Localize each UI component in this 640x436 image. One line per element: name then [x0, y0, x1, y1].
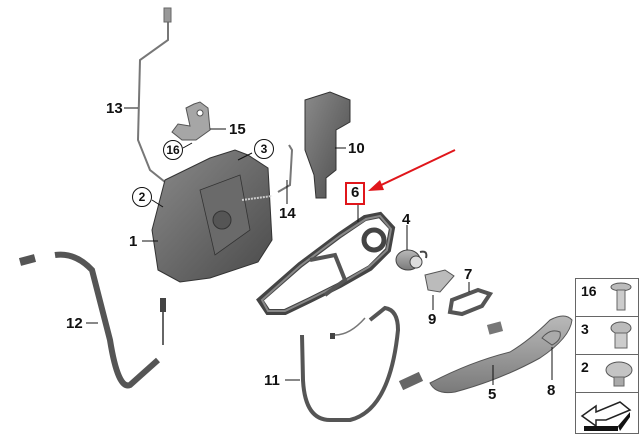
legend-item-16: 16	[576, 279, 638, 317]
callout-14: 14	[279, 205, 296, 222]
torx-screw-icon	[610, 321, 632, 349]
part-15-bracket	[171, 101, 211, 141]
callout-15: 15	[229, 121, 246, 138]
callout-4: 4	[402, 211, 411, 228]
countersunk-screw-icon	[610, 282, 632, 311]
callout-9: 9	[428, 311, 437, 328]
part-12-cable	[18, 251, 166, 389]
legend-item-2: 2	[576, 355, 638, 393]
callout-7: 7	[464, 266, 473, 283]
callout-2-circled: 2	[132, 187, 152, 207]
part-6-carrier	[256, 211, 396, 315]
part-7-seal	[447, 287, 494, 317]
part-8-cap	[541, 330, 561, 346]
fastener-legend: 16 3 2	[575, 278, 639, 434]
callout-11: 11	[264, 372, 280, 389]
part-10-bracket	[304, 91, 351, 199]
part-14-rod	[277, 144, 294, 193]
legend-item-number: 2	[581, 359, 589, 375]
callout-12: 12	[66, 315, 83, 332]
highlight-arrow	[368, 149, 456, 191]
part-1-lock	[151, 149, 273, 283]
leader-lines	[86, 107, 553, 385]
callout-6-highlighted: 6	[345, 182, 366, 205]
callout-16-circled: 16	[163, 140, 183, 160]
callout-3-circled: 3	[254, 139, 274, 159]
pan-head-screw-icon	[605, 361, 633, 387]
legend-item-3: 3	[576, 317, 638, 355]
callout-13: 13	[106, 100, 123, 117]
legend-item-number: 16	[581, 283, 597, 299]
callout-8: 8	[547, 382, 556, 399]
part-11-cable	[300, 305, 401, 422]
legend-direction	[576, 393, 638, 433]
callout-5: 5	[488, 386, 497, 403]
part-13-rod	[136, 7, 176, 191]
callout-1: 1	[129, 233, 138, 250]
direction-arrow-icon	[580, 401, 632, 431]
legend-item-number: 3	[581, 321, 589, 337]
callout-10: 10	[348, 140, 365, 157]
part-5-handle	[398, 315, 573, 394]
part-4-cylinder	[395, 249, 428, 271]
part-9-gasket	[424, 269, 455, 293]
